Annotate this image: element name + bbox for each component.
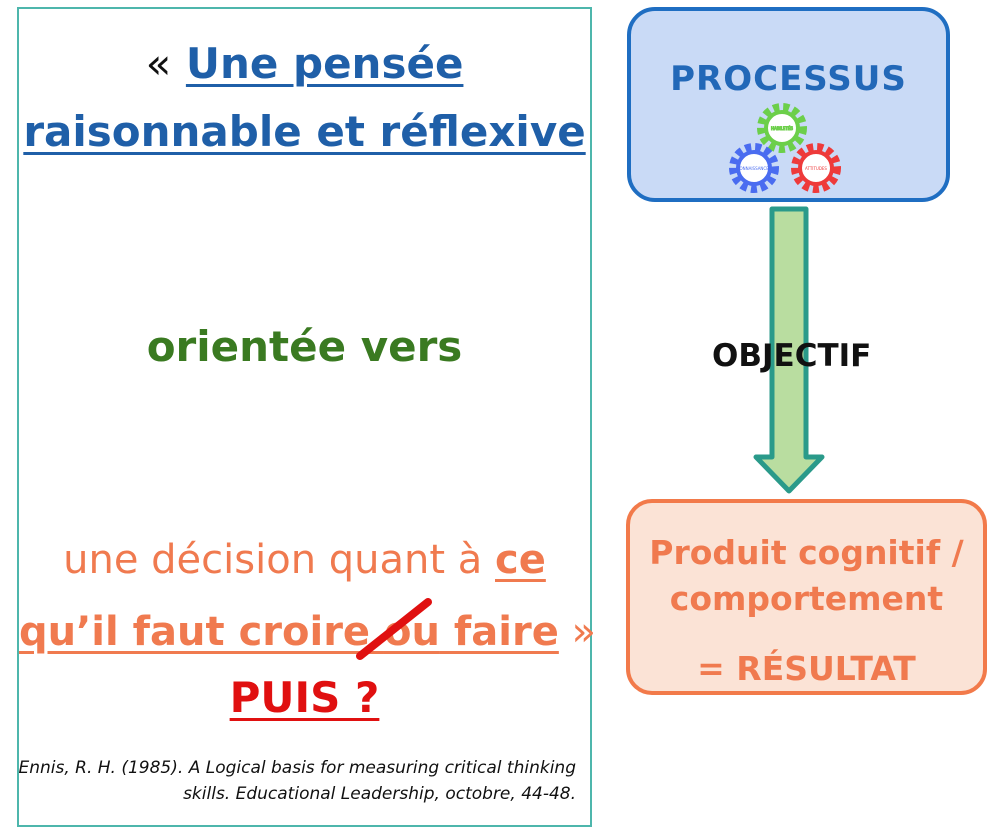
strike-mark [356,598,432,660]
decision-do: faire [439,609,559,655]
red-gear-icon: ATTITUDES [791,143,841,193]
decision-text: une décision quant à [63,537,495,583]
result-box: Produit cognitif / comportement = RÉSULT… [626,499,987,695]
citation-line-1: Ennis, R. H. (1985). A Logical basis for… [18,758,576,778]
definition-phrase-1: Une pensée [185,39,464,88]
citation-line-2: skills. Educational Leadership, octobre,… [183,784,576,804]
down-arrow-icon [753,206,825,494]
blue-gear-icon: CONNAISSANCES [729,143,779,193]
oriented-toward: orientée vers [146,322,463,371]
process-title: PROCESSUS [670,59,907,99]
gear-label-green: HABILETÉS [771,126,793,131]
gear-label-blue: CONNAISSANCES [737,166,772,171]
green-gear-icon: HABILETÉS [757,103,807,153]
puis-label: PUIS ? [229,673,380,722]
result-line-1: Produit cognitif / [649,533,964,572]
decision-believe: qu’il faut croire [19,609,384,655]
objective-label: OBJECTIF [712,338,872,374]
puis-question: PUIS ? [19,673,590,722]
definition-phrase-2: raisonnable et réflexive [23,107,586,156]
gears-icon: HABILETÉS CONNAISSANCES ATTITUDES [729,103,841,193]
open-quote: « [145,39,172,88]
gear-label-red: ATTITUDES [805,166,827,171]
citation: Ennis, R. H. (1985). A Logical basis for… [16,755,576,807]
definition-panel: « Une pensée raisonnable et réflexive or… [16,7,596,827]
definition-line-1: « Une pensée [19,39,590,88]
result-line-3: = RÉSULTAT [697,649,916,688]
definition-line-2: raisonnable et réflexive [19,107,590,156]
decision-line-2: qu’il faut croire ou faire » [19,609,596,655]
decision-line-1: une décision quant à ce [19,537,590,583]
close-quote: » [558,609,597,655]
decision-ce: ce [495,537,546,583]
result-line-2: comportement [669,579,944,618]
